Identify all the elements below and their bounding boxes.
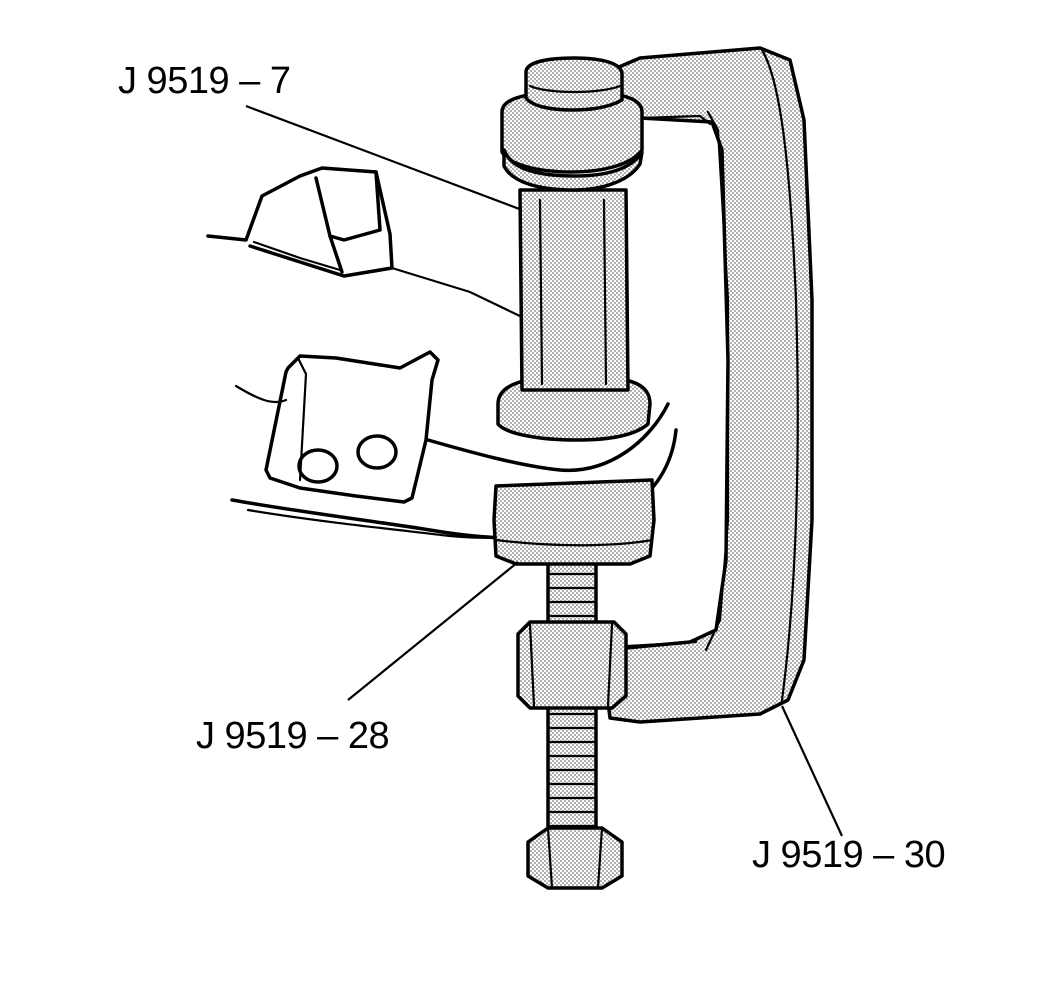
frame-nut (516, 620, 628, 710)
leader-j9519-28 (347, 561, 519, 701)
label-j9519-7: J 9519 – 7 (118, 60, 291, 102)
installer-spindle (496, 56, 652, 442)
forcing-screw (526, 558, 624, 890)
hex-head (526, 826, 624, 890)
label-j9519-28: J 9519 – 28 (196, 715, 390, 757)
label-j9519-30: J 9519 – 30 (752, 834, 946, 876)
leader-j9519-7 (245, 104, 523, 212)
leader-j9519-30 (781, 705, 843, 837)
leader-lines (245, 104, 843, 837)
receiver-cup (492, 478, 656, 566)
